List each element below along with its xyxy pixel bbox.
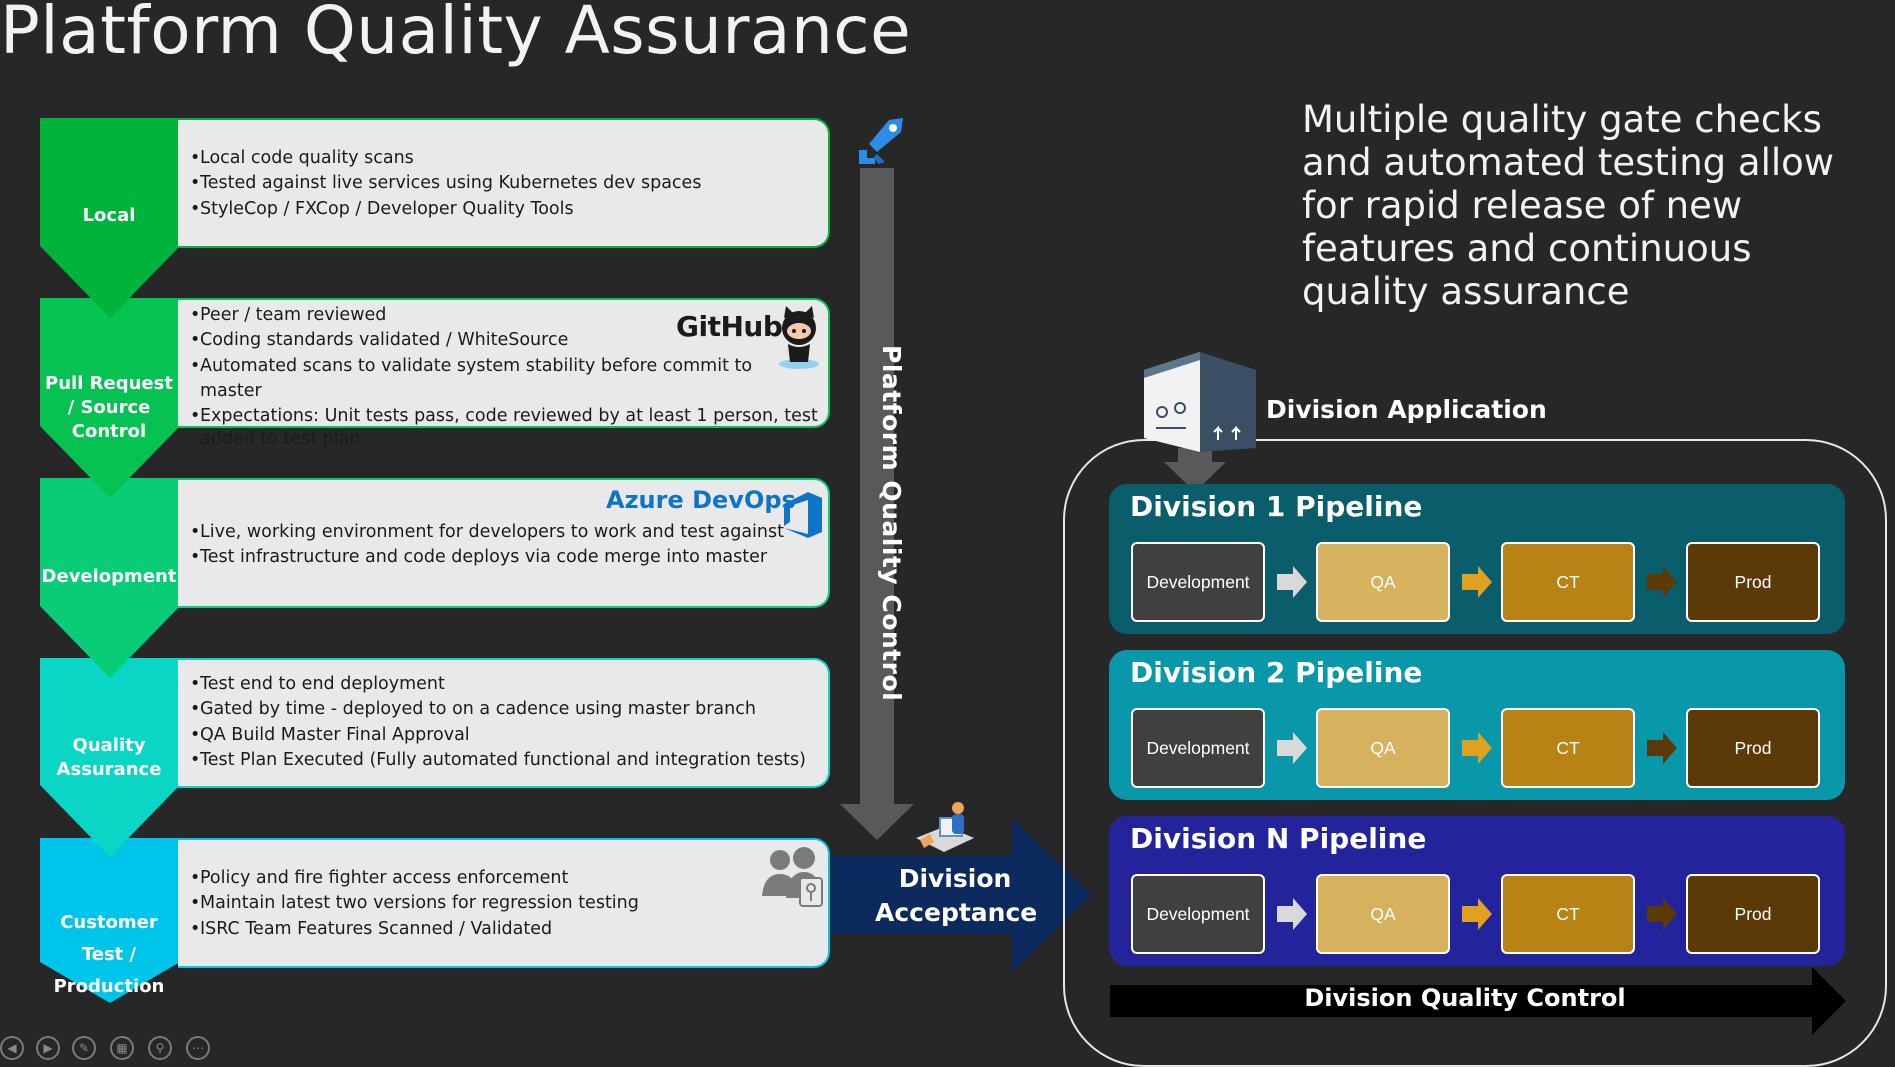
pen-icon[interactable]: ✎ xyxy=(72,1036,96,1060)
bullet: StyleCop / FXCop / Developer Quality Too… xyxy=(190,197,818,223)
stage-arrow xyxy=(1647,566,1677,598)
chevron-customer-test xyxy=(40,838,180,1003)
platform-quality-control-arrow xyxy=(840,168,914,840)
bullet: Coding standards validated / WhiteSource xyxy=(190,328,818,354)
azure-devops-icon xyxy=(784,492,822,538)
pipeline-stage-prod: Prod xyxy=(1686,874,1820,954)
pipeline-stage-ct: CT xyxy=(1501,874,1635,954)
pipeline-stage-qa: QA xyxy=(1316,874,1450,954)
pipeline-stage-prod: Prod xyxy=(1686,542,1820,622)
more-icon[interactable]: ⋯ xyxy=(186,1036,210,1060)
slides-icon[interactable]: ▦ xyxy=(110,1036,134,1060)
bullet: Local code quality scans xyxy=(190,146,818,172)
stage-arrow xyxy=(1647,732,1677,764)
stage-box-quality-assurance: Test end to end deployment Gated by time… xyxy=(178,658,830,788)
admin-users-icon xyxy=(762,847,823,907)
stage-arrow xyxy=(1277,898,1307,930)
github-logo-text: GitHub xyxy=(676,310,783,343)
pipeline-stage-development: Development xyxy=(1131,874,1265,954)
stage-arrow xyxy=(1462,732,1492,764)
pipeline-stage-development: Development xyxy=(1131,542,1265,622)
chevron-development xyxy=(40,478,180,678)
platform-quality-control-label: Platform Quality Control xyxy=(877,345,906,702)
previous-icon[interactable]: ◀ xyxy=(0,1036,24,1060)
stage-arrow xyxy=(1277,732,1307,764)
stage-label-quality-assurance: Quality Assurance xyxy=(56,735,162,780)
division-quality-control-label: Division Quality Control xyxy=(1304,984,1626,1012)
bullet: Tested against live services using Kuber… xyxy=(190,171,818,197)
division-acceptance-arrow xyxy=(832,818,1092,972)
division-quality-control-arrow xyxy=(1110,967,1846,1035)
bullet: Policy and fire fighter access enforceme… xyxy=(190,866,818,892)
github-octocat-icon xyxy=(779,306,819,369)
bullet: Automated scans to validate system stabi… xyxy=(190,354,818,405)
division-app-down-arrow xyxy=(1164,448,1226,492)
pipeline-stage-prod: Prod xyxy=(1686,708,1820,788)
pipeline-title: Division 2 Pipeline xyxy=(1130,656,1423,689)
division-container xyxy=(1063,439,1887,1067)
bullet: Test end to end deployment xyxy=(190,672,818,698)
pipeline-stage-development: Development xyxy=(1131,708,1265,788)
division-1-pipeline: Division 1 Pipeline Development QA CT Pr… xyxy=(1109,484,1845,634)
stage-arrow xyxy=(1462,566,1492,598)
stage-label-pull-request: Pull Request / Source Control xyxy=(45,373,173,442)
chevron-pull-request xyxy=(40,298,180,498)
zoom-icon[interactable]: ⚲ xyxy=(148,1036,172,1060)
bullet: ISRC Team Features Scanned / Validated xyxy=(190,917,818,943)
division-2-pipeline: Division 2 Pipeline Development QA CT Pr… xyxy=(1109,650,1845,800)
pipeline-stage-ct: CT xyxy=(1501,708,1635,788)
bullet: QA Build Master Final Approval xyxy=(190,723,818,749)
bullet: Maintain latest two versions for regress… xyxy=(190,891,818,917)
stage-label-customer-test: Customer Test / Production xyxy=(53,912,165,997)
stage-label-local: Local xyxy=(82,205,136,226)
stage-label-development: Development xyxy=(41,566,177,587)
pipeline-title: Division N Pipeline xyxy=(1130,822,1427,855)
stage-arrow xyxy=(1647,898,1677,930)
azure-pipelines-icon xyxy=(859,118,903,164)
acceptance-person-icon xyxy=(916,802,974,852)
chevron-local xyxy=(40,118,180,318)
tagline: Multiple quality gate checks and automat… xyxy=(1302,98,1835,313)
stage-box-pull-request: Peer / team reviewed Coding standards va… xyxy=(178,298,830,449)
page-title: Platform Quality Assurance xyxy=(0,0,912,69)
pipeline-title: Division 1 Pipeline xyxy=(1130,490,1423,523)
pipeline-stage-qa: QA xyxy=(1316,542,1450,622)
azure-devops-logo-text: Azure DevOps xyxy=(606,486,796,514)
division-n-pipeline: Division N Pipeline Development QA CT Pr… xyxy=(1109,816,1845,966)
chevron-quality-assurance xyxy=(40,658,180,857)
pipeline-stage-ct: CT xyxy=(1501,542,1635,622)
division-application-label: Division Application xyxy=(1266,395,1547,424)
division-acceptance-label: Division Acceptance xyxy=(875,864,1038,927)
bullet: Live, working environment for developers… xyxy=(190,520,818,546)
stage-box-customer-test: Policy and fire fighter access enforceme… xyxy=(178,838,830,968)
bullet: Peer / team reviewed xyxy=(190,303,818,329)
next-icon[interactable]: ▶ xyxy=(36,1036,60,1060)
bullet: Test infrastructure and code deploys via… xyxy=(190,545,818,571)
bullet: Expectations: Unit tests pass, code revi… xyxy=(190,405,818,451)
stage-arrow xyxy=(1462,898,1492,930)
division-app-package-icon xyxy=(1144,352,1256,452)
stage-arrow xyxy=(1277,566,1307,598)
bullet: Test Plan Executed (Fully automated func… xyxy=(190,748,818,774)
pipeline-stage-qa: QA xyxy=(1316,708,1450,788)
bullet: Gated by time - deployed to on a cadence… xyxy=(190,697,818,723)
stage-box-development: Live, working environment for developers… xyxy=(178,478,830,608)
stage-box-local: Local code quality scans Tested against … xyxy=(178,118,830,248)
